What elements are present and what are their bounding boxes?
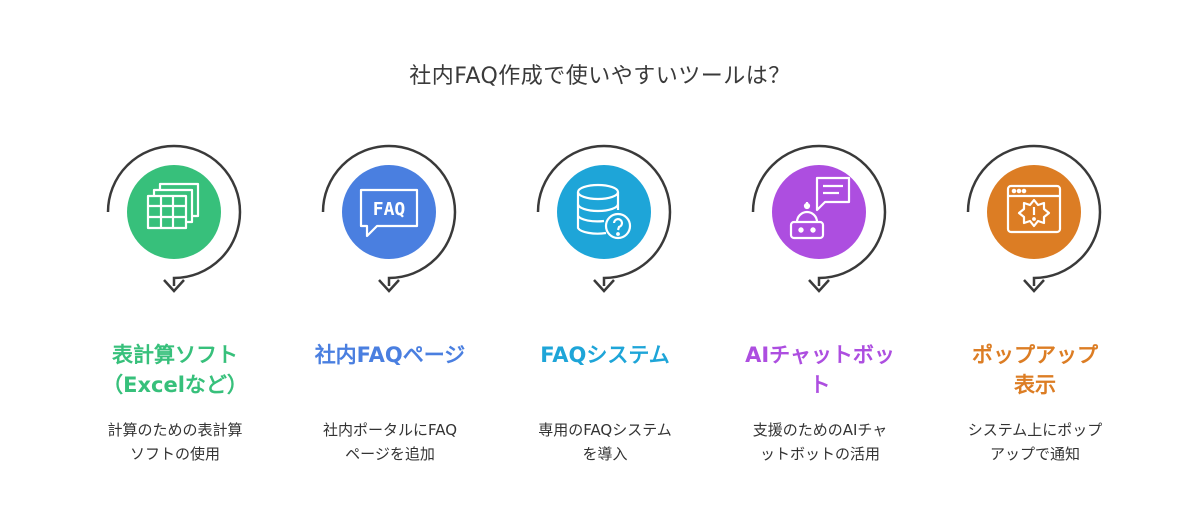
ring-arrow (751, 144, 887, 293)
svg-text:FAQ: FAQ (373, 199, 406, 220)
tool-description: 計算のための表計算 ソフトの使用 (107, 421, 243, 463)
spreadsheet-icon (146, 182, 200, 230)
tool-name: AIチャットボッ ト (745, 343, 895, 397)
tool-faq-page: FAQ 社内FAQページ 社内ポータルにFAQ ページを追加 (285, 130, 495, 490)
tool-name: 表計算ソフト （Excelなど） (102, 343, 248, 397)
browser-alert-icon (1006, 184, 1062, 234)
ring-arrow: FAQ (321, 144, 457, 293)
tool-name: 社内FAQページ (314, 343, 466, 367)
ring-arrow (966, 144, 1102, 293)
tool-circle (557, 165, 651, 259)
tool-description: 専用のFAQシステム を導入 (538, 421, 672, 463)
tool-description: 社内ポータルにFAQ ページを追加 (322, 421, 458, 463)
tool-description: 支援のためのAIチャ ットボットの活用 (752, 421, 888, 463)
tool-circle (342, 165, 436, 259)
tool-faq-system: FAQシステム 専用のFAQシステム を導入 (500, 130, 710, 490)
tool-name: FAQシステム (540, 343, 670, 367)
chatbot-icon (789, 176, 851, 240)
tool-popup: ポップアップ 表示 システム上にポップ アップで通知 (930, 130, 1140, 490)
database-question-icon (576, 183, 632, 240)
tool-description: システム上にポップ アップで通知 (967, 421, 1103, 463)
tool-spreadsheet: 表計算ソフト （Excelなど） 計算のための表計算 ソフトの使用 (70, 130, 280, 490)
ring-arrow (536, 144, 672, 293)
faq-speech-bubble-icon: FAQ (359, 188, 419, 238)
tool-ai-chatbot: AIチャットボッ ト 支援のためのAIチャ ットボットの活用 (715, 130, 925, 490)
ring-arrow (106, 144, 242, 293)
page-title: 社内FAQ作成で使いやすいツールは？ (409, 64, 791, 89)
tool-name: ポップアップ 表示 (972, 343, 1098, 397)
tool-circle (772, 165, 866, 259)
